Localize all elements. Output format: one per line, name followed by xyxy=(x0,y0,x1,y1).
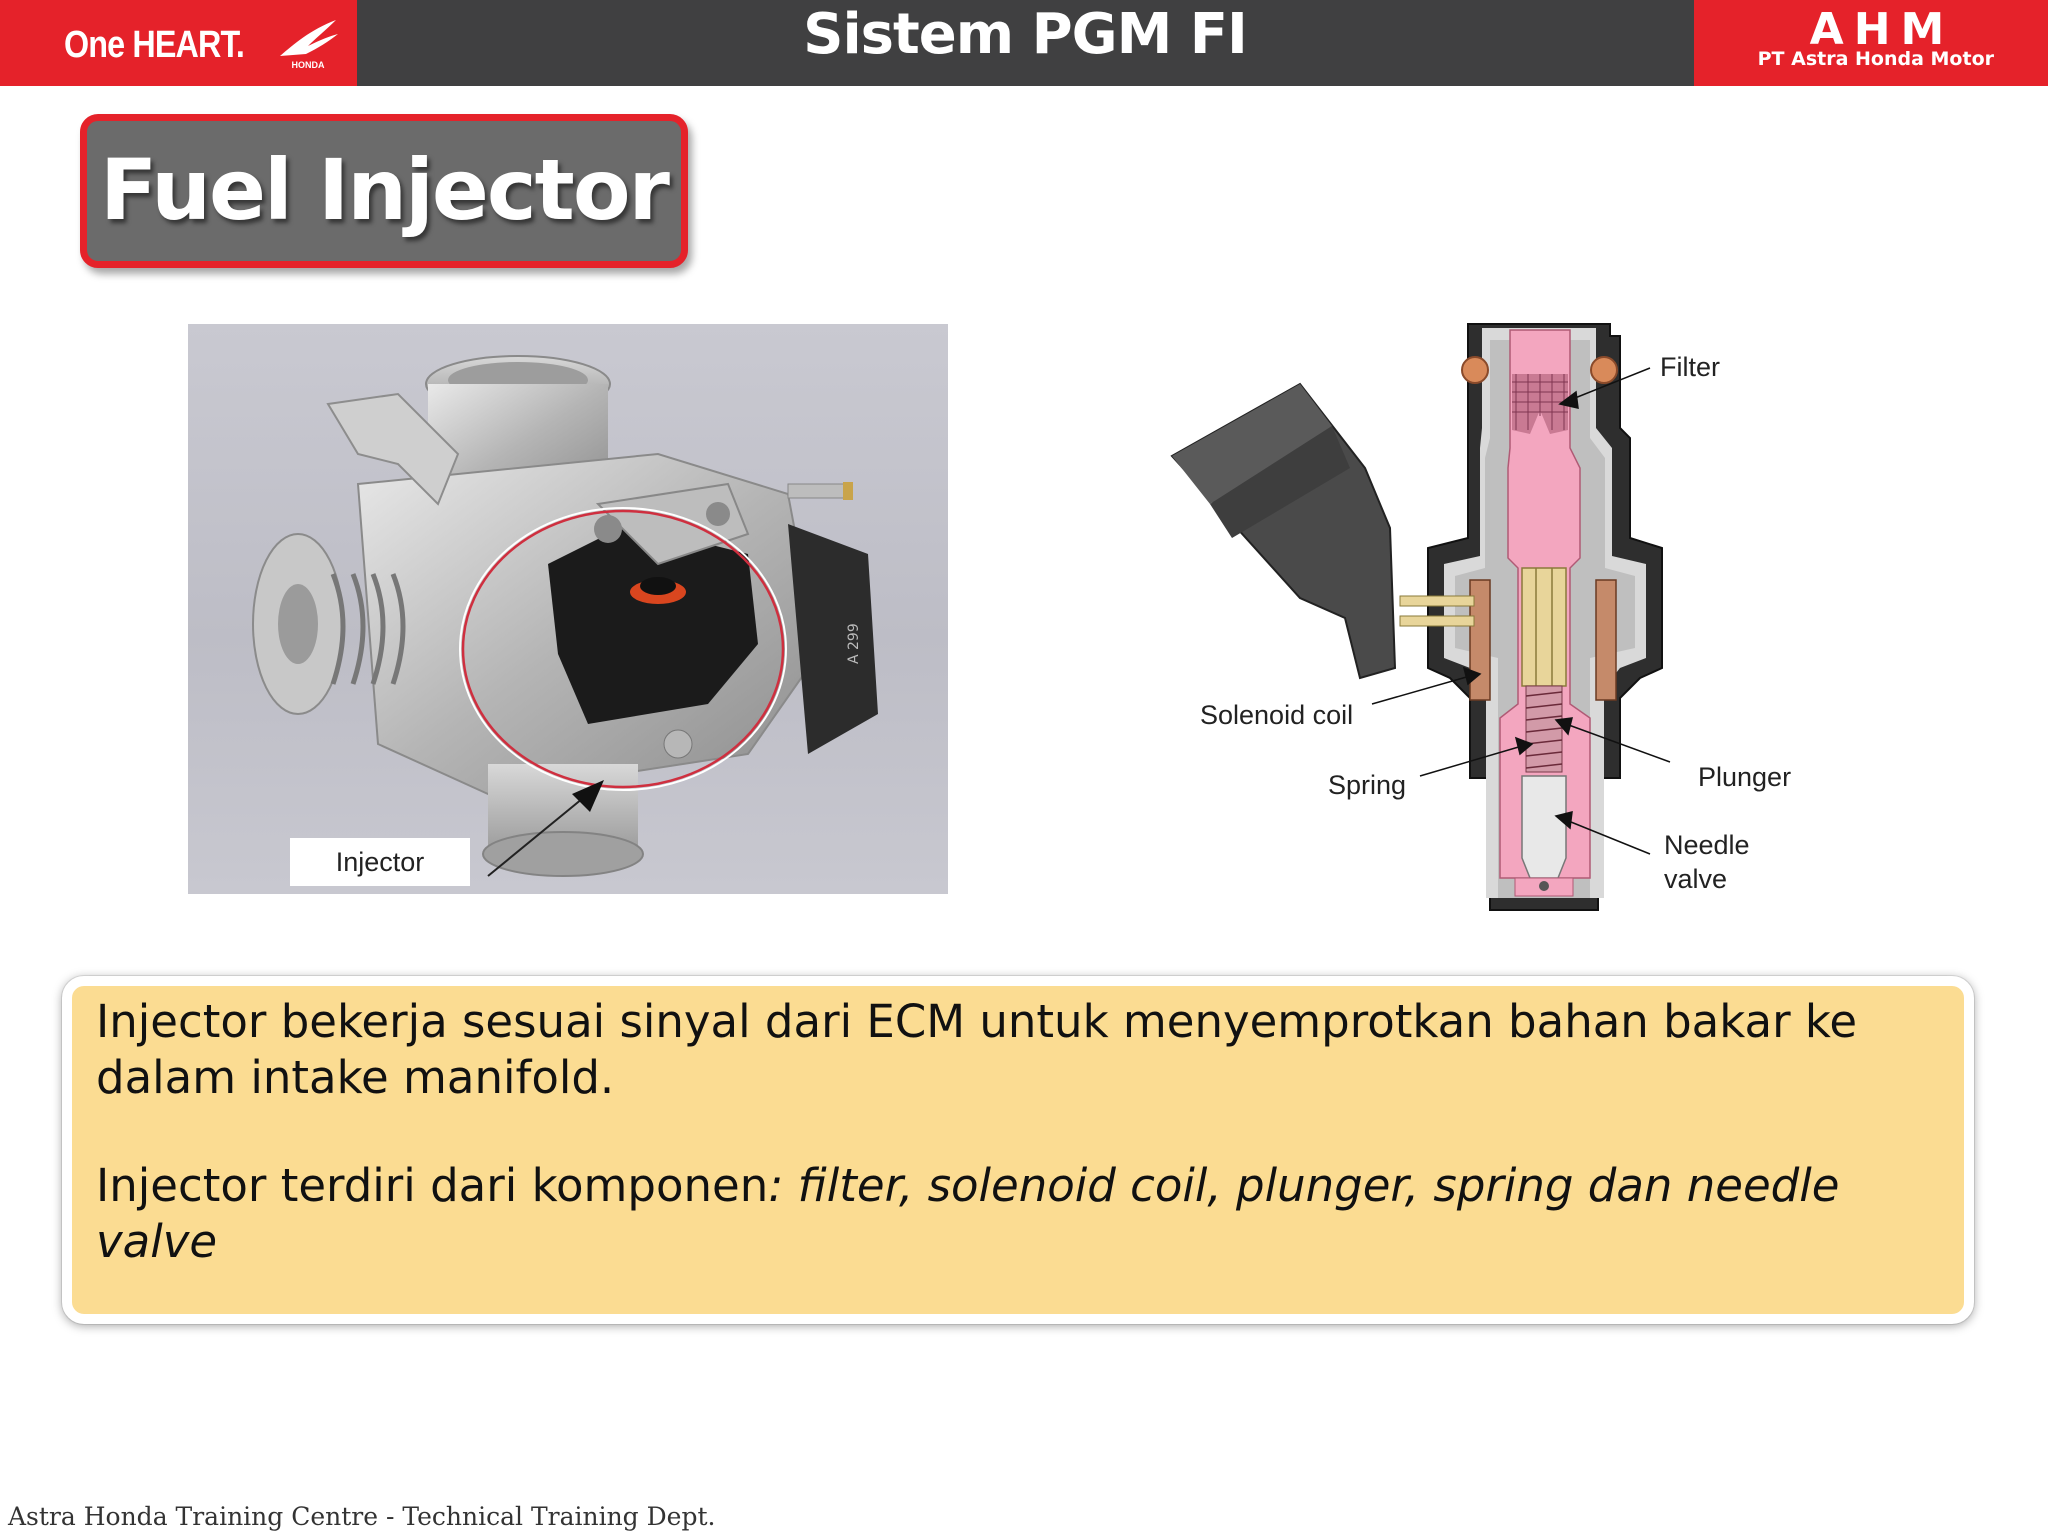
part-marking: A 299 xyxy=(846,623,862,664)
ahm-subtitle: PT Astra Honda Motor xyxy=(1757,48,1994,70)
injector-label: Injector xyxy=(335,847,425,877)
description-paragraph-2: Injector terdiri dari komponen: filter, … xyxy=(96,1158,1956,1270)
description-paragraph-1: Injector bekerja sesuai sinyal dari ECM … xyxy=(96,995,1858,1104)
label-solenoid-coil: Solenoid coil xyxy=(1200,700,1354,730)
injector-cross-section-drawing xyxy=(1170,323,1671,911)
ahm-wordmark: AHM xyxy=(1810,10,1955,48)
header-title: Sistem PGM FI xyxy=(803,2,1248,67)
slide-header: One HEART. HONDA Sistem PGM FI AHM PT As… xyxy=(0,0,2048,86)
ahm-logo: AHM PT Astra Honda Motor xyxy=(1694,0,2048,86)
section-title-box: Fuel Injector xyxy=(80,114,688,268)
description-box: Injector bekerja sesuai sinyal dari ECM … xyxy=(62,976,1974,1324)
honda-wing-icon: HONDA xyxy=(280,20,338,70)
label-plunger: Plunger xyxy=(1698,762,1792,792)
label-needle-valve-line1: Needle xyxy=(1664,830,1750,860)
injector-cross-section-diagram: Filter Solenoid coil Spring Plunger Need… xyxy=(1150,318,1850,918)
label-needle-valve-line2: valve xyxy=(1664,864,1728,894)
section-title: Fuel Injector xyxy=(100,141,670,239)
injector-label-box: Injector xyxy=(290,838,470,886)
honda-wordmark: HONDA xyxy=(292,60,325,70)
one-heart-text: One HEART. xyxy=(64,24,245,66)
label-filter: Filter xyxy=(1660,352,1720,382)
throttle-body-illustration: A 299 xyxy=(252,355,878,877)
description-paragraph-2-prefix: Injector terdiri dari komponen xyxy=(96,1159,769,1212)
footer-text: Astra Honda Training Centre - Technical … xyxy=(8,1502,716,1531)
component-list: : filter, solenoid coil, plunger, spring… xyxy=(96,1159,1840,1268)
one-heart-honda-logo: One HEART. HONDA xyxy=(0,0,357,86)
ahm-logo-mark: AHM xyxy=(1810,10,1955,48)
throttle-body-photo: A 299 Injector xyxy=(188,324,948,894)
label-spring: Spring xyxy=(1328,770,1407,800)
